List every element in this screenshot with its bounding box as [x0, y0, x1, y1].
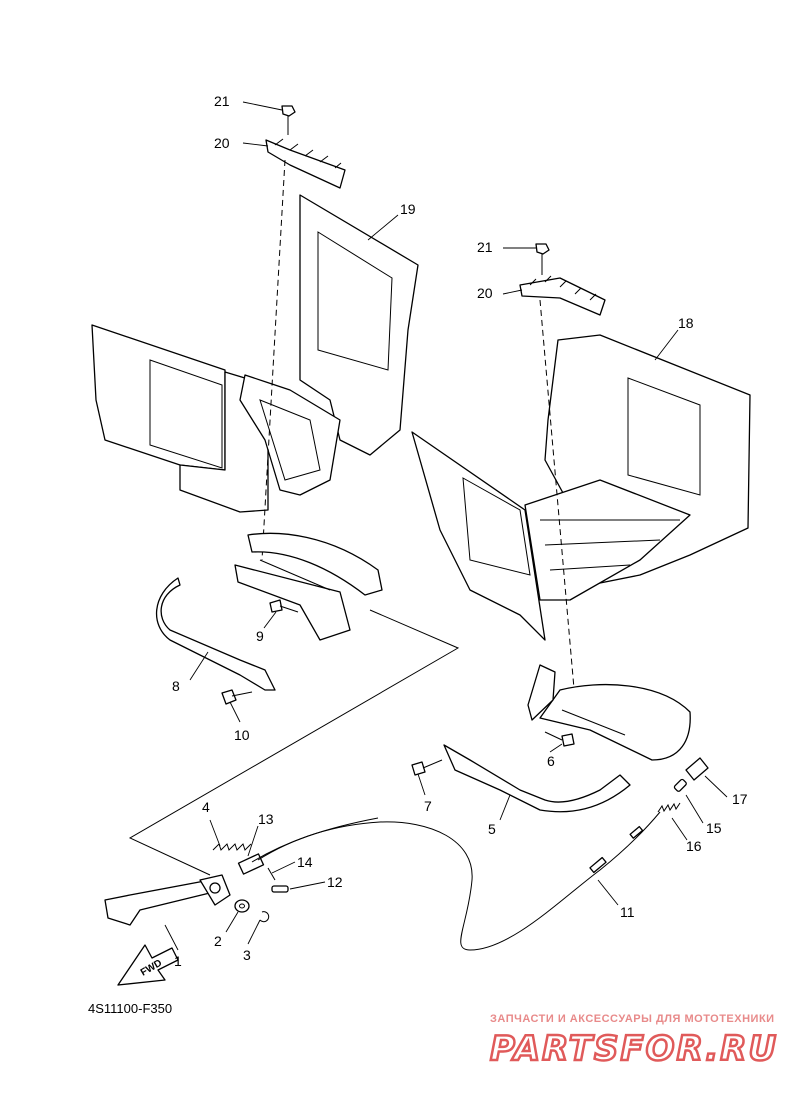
callout-9: 9 [256, 628, 264, 644]
watermark: ЗАПЧАСТИ И АКСЕССУАРЫ ДЛЯ МОТОТЕХНИКИ PA… [489, 1013, 778, 1070]
washer-2 [234, 899, 250, 913]
callout-2: 2 [214, 933, 222, 949]
callout-10: 10 [234, 727, 250, 743]
callout-3: 3 [243, 947, 251, 963]
brake-cable [251, 811, 661, 951]
callout-12: 12 [327, 874, 343, 890]
callout-18: 18 [678, 315, 694, 331]
watermark-subtitle: ЗАПЧАСТИ И АКСЕССУАРЫ ДЛЯ МОТОТЕХНИКИ [490, 1013, 775, 1025]
pin-12 [271, 885, 289, 893]
cotter-pin-14 [267, 867, 276, 881]
callout-20-right: 20 [477, 285, 493, 301]
bolt-21-right [535, 243, 550, 275]
diagram-code: 4S11100-F350 [88, 1001, 172, 1016]
callout-19: 19 [400, 201, 416, 217]
bolt-9 [269, 599, 299, 613]
joint-17 [685, 757, 709, 781]
callout-15: 15 [706, 820, 722, 836]
spring-16 [657, 802, 681, 813]
callout-7: 7 [424, 798, 432, 814]
brake-pedal [104, 874, 231, 926]
clip-3 [259, 911, 270, 923]
watermark-brand: PARTSFOR.RU [490, 1029, 778, 1069]
callout-13: 13 [258, 811, 274, 827]
footrest-right [411, 334, 751, 641]
callout-20-left: 20 [214, 135, 230, 151]
callout-4: 4 [202, 799, 210, 815]
bolt-7 [411, 759, 443, 776]
callout-1: 1 [174, 953, 182, 969]
assembly-guide [128, 609, 460, 876]
callout-17: 17 [732, 791, 748, 807]
callout-8: 8 [172, 678, 180, 694]
callout-16: 16 [686, 838, 702, 854]
fwd-arrow: FWD [117, 944, 179, 986]
bolt-10 [221, 689, 253, 705]
callouts: 21 20 19 21 20 18 9 8 10 6 7 5 17 15 16 … [172, 93, 748, 969]
bracket-right [443, 664, 691, 813]
callout-5: 5 [488, 821, 496, 837]
step-pad-left [265, 138, 346, 189]
callout-11: 11 [620, 904, 635, 920]
bolt-6 [544, 731, 575, 747]
callout-14: 14 [297, 854, 313, 870]
bolt-21-left [281, 105, 296, 135]
adjuster-15 [673, 778, 687, 792]
callout-21-right: 21 [477, 239, 493, 255]
callout-21-left: 21 [214, 93, 230, 109]
alignment-lines [261, 159, 576, 701]
leader-lines [164, 101, 728, 951]
callout-6: 6 [547, 753, 555, 769]
step-pad-right [519, 275, 606, 316]
spring-4 [212, 843, 252, 851]
footrest-left [91, 194, 419, 513]
bracket-left [156, 532, 383, 691]
